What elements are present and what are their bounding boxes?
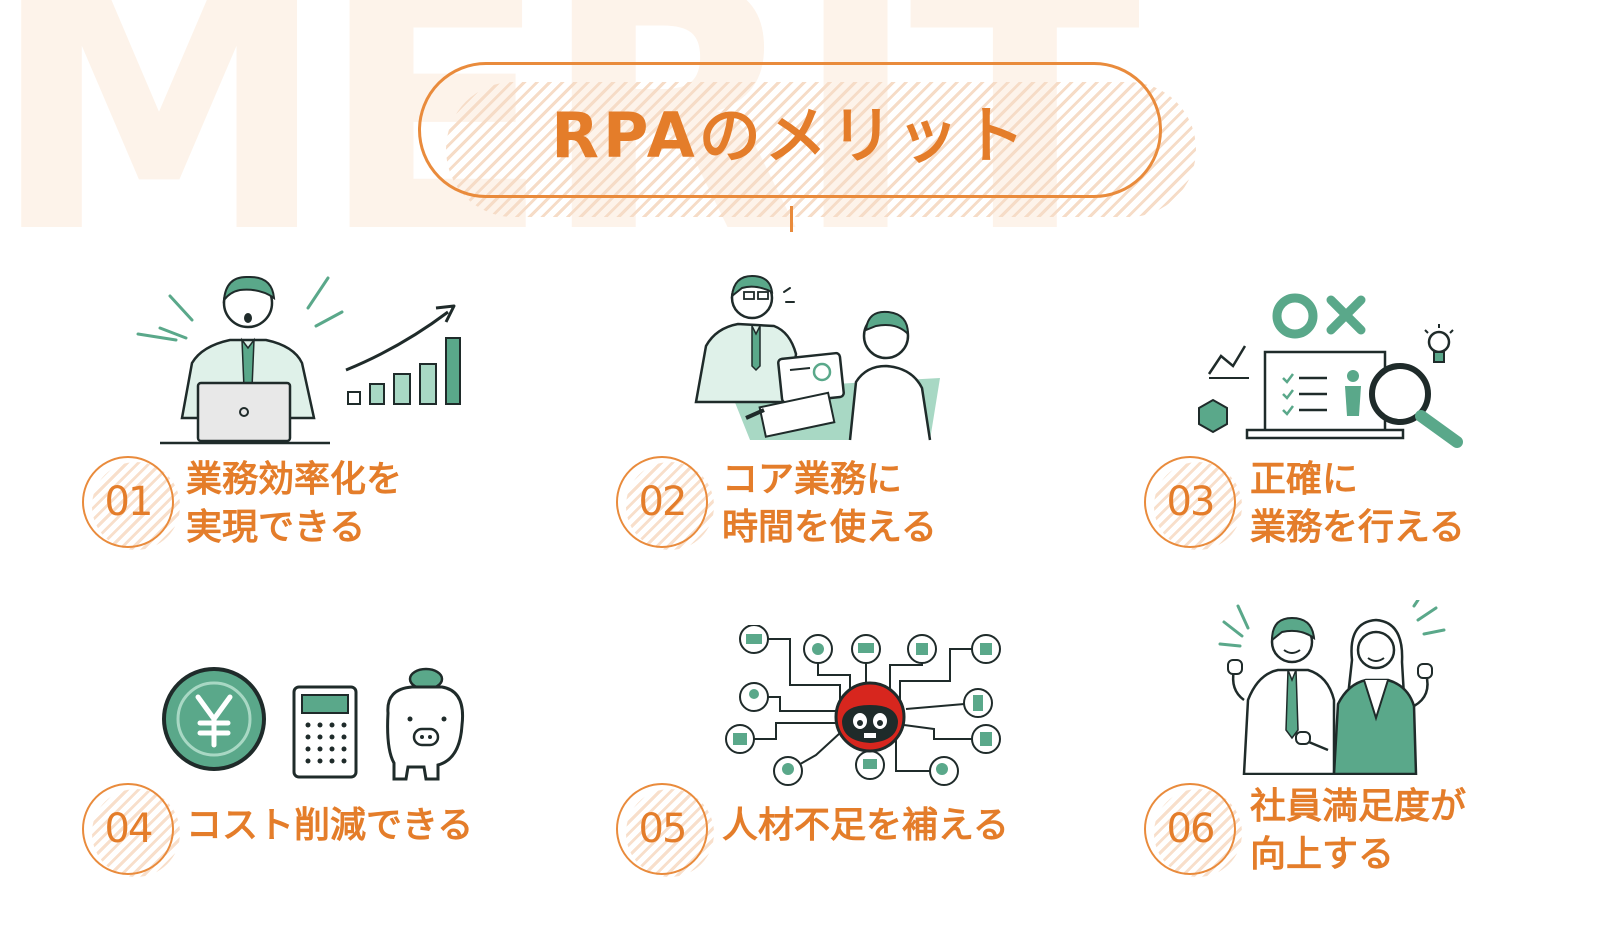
merit-number-badge: 02 [616, 456, 716, 556]
merit-label-line2: 業務を行える [1250, 507, 1465, 548]
page-title: RPAのメリット [551, 99, 1029, 172]
merit-label: 業務効率化を 実現できる [186, 456, 402, 552]
merit-number-badge: 01 [82, 456, 182, 556]
merit-label: 社員満足度が 向上する [1250, 783, 1466, 879]
merit-label-line1: 業務効率化を [186, 459, 403, 500]
merit-number: 01 [104, 479, 154, 525]
merit-number: 04 [104, 806, 154, 852]
merit-label: コスト削減できる [186, 802, 473, 850]
title-banner: RPAのメリット [418, 62, 1208, 232]
merit-label-line2: 実現できる [186, 507, 366, 548]
robot-network-icon [725, 625, 1001, 786]
consultation-meeting-icon [694, 274, 940, 441]
merit-label: 人材不足を補える [722, 802, 1009, 850]
merit-label: 正確に 業務を行える [1250, 456, 1465, 552]
businessman-growth-chart-icon [136, 275, 461, 445]
merit-label-line2: 向上する [1250, 834, 1395, 875]
merit-label: コア業務に 時間を使える [722, 456, 937, 552]
title-connector [790, 206, 793, 232]
happy-employees-icon [1218, 600, 1446, 775]
accurate-checklist-magnifier-icon [1198, 293, 1463, 448]
merit-label-line1: コア業務に [722, 459, 903, 500]
merit-label-line1: コスト削減できる [186, 805, 474, 846]
merit-number: 03 [1166, 479, 1216, 525]
merit-number-badge: 04 [82, 783, 182, 883]
merit-number: 02 [638, 479, 688, 525]
merit-number-badge: 06 [1144, 783, 1244, 883]
merit-number-badge: 05 [616, 783, 716, 883]
merit-label-line1: 正確に [1250, 459, 1359, 500]
merit-number: 05 [638, 806, 688, 852]
yen-calculator-piggybank-icon [162, 667, 465, 781]
merit-label-line1: 社員満足度が [1250, 786, 1467, 827]
merit-label-line2: 時間を使える [722, 507, 937, 548]
merit-number: 06 [1166, 806, 1216, 852]
title-pill: RPAのメリット [418, 62, 1162, 198]
merit-number-badge: 03 [1144, 456, 1244, 556]
title-stripe-shadow [446, 82, 1196, 217]
merit-label-line1: 人材不足を補える [722, 805, 1009, 846]
